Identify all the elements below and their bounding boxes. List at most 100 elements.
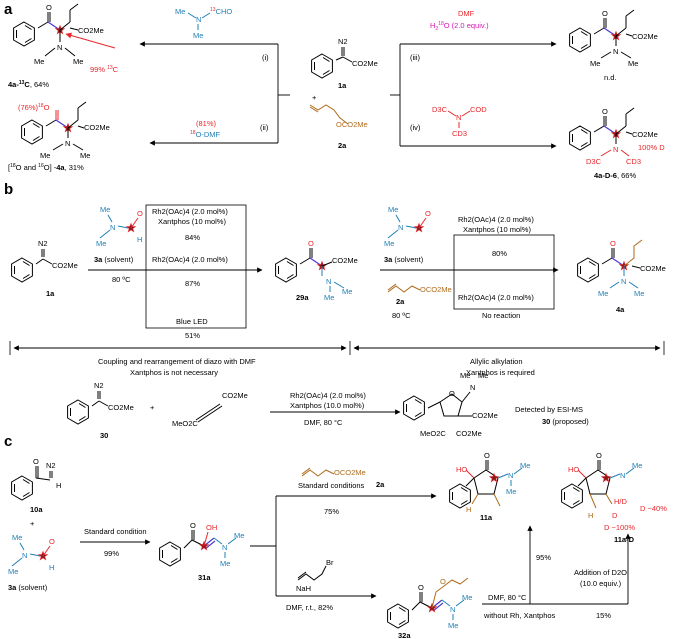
pct-81: (81%) bbox=[196, 119, 217, 128]
box1-yield-2: 87% bbox=[185, 279, 200, 288]
product-4a: O CO2Me N Me Me 4a bbox=[577, 239, 666, 314]
me: Me bbox=[598, 289, 608, 298]
me: Me bbox=[632, 461, 642, 470]
id-31a: 31a bbox=[198, 573, 211, 582]
o-atom: O bbox=[449, 389, 455, 398]
n-atom: N bbox=[222, 543, 227, 552]
ester: CO2Me bbox=[632, 130, 658, 139]
lower-cond: DMF, r.t., 82% bbox=[286, 603, 333, 612]
br: Br bbox=[326, 558, 334, 567]
ester: CO2Me bbox=[84, 123, 110, 132]
me: Me bbox=[96, 239, 106, 248]
ester: CO2Me bbox=[632, 32, 658, 41]
ester: CO2Me bbox=[78, 26, 104, 35]
n-atom: N bbox=[620, 471, 625, 480]
me: Me bbox=[324, 293, 334, 302]
n2: N2 bbox=[46, 461, 56, 470]
span-right-2: Xantphos is required bbox=[466, 368, 535, 377]
n-atom: N bbox=[613, 145, 618, 154]
me: Me bbox=[506, 487, 516, 496]
reagent-iii: DMF H218O (2.0 equiv.) (iii) bbox=[410, 9, 489, 62]
dmf-label: 3a (solvent) bbox=[384, 255, 424, 264]
reagent-i: Me N 13CHO Me (i) bbox=[175, 7, 269, 62]
upper-cond: Standard conditions bbox=[298, 481, 365, 490]
alkyne-right: CO2Me bbox=[222, 391, 248, 400]
me: Me bbox=[8, 567, 18, 576]
n-atom: N bbox=[450, 605, 455, 614]
h-atom: H bbox=[466, 505, 471, 514]
cond-30-2: Xantphos (10.0 mol%) bbox=[290, 401, 365, 410]
me: Me bbox=[590, 59, 600, 68]
box2-yield-1: 80% bbox=[492, 249, 507, 258]
h-atom: H bbox=[137, 235, 142, 244]
me: Me bbox=[460, 371, 470, 380]
alkyne-left: MeO2C bbox=[172, 419, 198, 428]
n-atom: N bbox=[110, 223, 115, 232]
me: Me bbox=[520, 461, 530, 470]
d-atom: D bbox=[612, 511, 618, 520]
result-nd: n.d. bbox=[604, 73, 617, 82]
cod: COD bbox=[470, 105, 487, 114]
label-100D: 100% D bbox=[638, 143, 665, 152]
o-atom: O bbox=[308, 239, 314, 248]
me: Me bbox=[175, 7, 185, 16]
cd3: CD3 bbox=[452, 129, 467, 138]
me: Me bbox=[100, 205, 110, 214]
d-40: D ~40% bbox=[640, 504, 667, 513]
cho13: 13CHO bbox=[210, 7, 232, 16]
me: Me bbox=[462, 593, 472, 602]
rh-cond2: without Rh, Xantphos bbox=[483, 611, 556, 620]
id-29a: 29a bbox=[296, 293, 309, 302]
h-atom: H bbox=[49, 563, 54, 572]
cond-30-1: Rh2(OAc)4 (2.0 mol%) bbox=[290, 391, 366, 400]
n-atom: N bbox=[326, 277, 331, 286]
span-right-1: Allylic alkylation bbox=[470, 357, 523, 366]
n-atom: N bbox=[22, 551, 27, 560]
d2o-2: (10.0 equiv.) bbox=[580, 579, 622, 588]
yield-95: 95% bbox=[536, 553, 551, 562]
reagent-iv: D3C N COD CD3 (iv) bbox=[410, 105, 487, 138]
id-1a: 30 bbox=[100, 431, 108, 440]
reactants-1a-2a: N2 CO2Me 1a + OCO2Me 2a bbox=[309, 37, 378, 150]
me: Me bbox=[34, 57, 44, 66]
o-atom: O bbox=[602, 107, 608, 116]
int-32a: O O N Me Me 32a bbox=[387, 577, 472, 639]
id-32a: 32a bbox=[398, 631, 411, 639]
ester-2a: OCO2Me bbox=[336, 120, 368, 129]
caption-4a-D-6: 4a-D-6, 66% bbox=[594, 171, 636, 180]
o-atom: O bbox=[602, 9, 608, 18]
box1-cat-2: Rh2(OAc)4 (2.0 mol%) bbox=[152, 255, 228, 264]
panel-a: O CO2Me N Me Me 99% 13C 4a-13C, 64% (76%… bbox=[8, 3, 665, 180]
id-11a: 11a bbox=[480, 513, 493, 522]
me: Me bbox=[384, 239, 394, 248]
start-1a: N2 CO2Me 1a bbox=[11, 239, 78, 298]
upper-yield: 75% bbox=[324, 507, 339, 516]
detected: Detected by ESI-MS bbox=[515, 405, 583, 414]
me: Me bbox=[478, 371, 488, 380]
product-4a-D-6: O CO2Me N D3C CD3 100% D 4a-D-6, 66% bbox=[569, 107, 665, 180]
box1-yield-1: 84% bbox=[185, 233, 200, 242]
ester: MeO2C bbox=[420, 429, 446, 438]
n-atom: N bbox=[398, 223, 403, 232]
d-100: D ~100% bbox=[604, 523, 635, 532]
product-4a-18O: (76%)18O CO2Me N Me Me [18O and 16O] -4a… bbox=[8, 101, 110, 172]
d2o-1: Addition of D2O bbox=[574, 568, 627, 577]
me: Me bbox=[193, 31, 203, 40]
o-atom: O bbox=[137, 209, 143, 218]
dmf-label: 3a (solvent) bbox=[94, 255, 134, 264]
n-atom: N bbox=[470, 383, 475, 392]
panel-label-a: a bbox=[4, 1, 13, 18]
reagent-ii: (81%) 18O-DMF (ii) bbox=[190, 119, 269, 139]
box2-lig-1: Xantphos (10 mol%) bbox=[463, 225, 531, 234]
dmf: DMF bbox=[458, 9, 475, 18]
n-atom: N bbox=[57, 43, 62, 52]
step-label-iii: (iii) bbox=[410, 53, 420, 62]
n-atom: N bbox=[456, 113, 461, 122]
me: Me bbox=[220, 559, 230, 568]
n2: N2 bbox=[38, 239, 48, 248]
o-atom: O bbox=[425, 209, 431, 218]
id-4a: 4a bbox=[616, 305, 625, 314]
ester: CO2Me bbox=[52, 261, 78, 270]
n2: N2 bbox=[338, 37, 348, 46]
